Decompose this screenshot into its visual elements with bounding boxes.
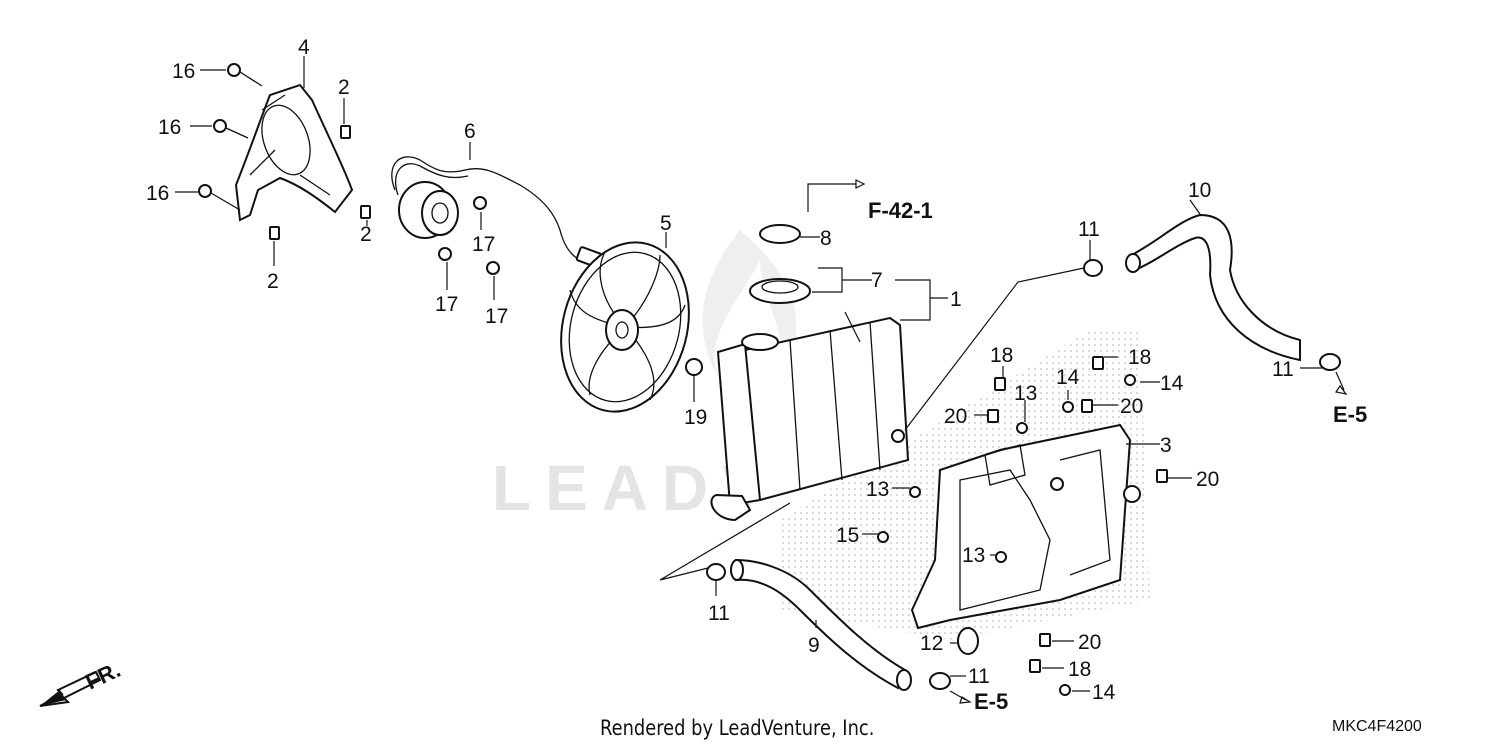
upper-hose (1125, 213, 1301, 362)
bolt-16-group (198, 63, 263, 211)
callout-16: 16 (146, 182, 169, 205)
callout-labels: 1 2 2 2 3 4 5 6 7 8 9 10 11 11 11 11 12 … (146, 36, 1294, 704)
callout-9: 9 (808, 634, 820, 657)
diagram-code: MKC4F4200 (1332, 718, 1422, 735)
fan-bracket (234, 83, 354, 222)
callout-19: 19 (684, 406, 707, 429)
cap-7 (749, 278, 811, 304)
front-label: FR. (82, 657, 125, 695)
callout-14: 14 (1056, 366, 1080, 389)
fan-motor (391, 156, 603, 268)
callout-3: 3 (1160, 434, 1172, 457)
front-arrow: FR. (39, 657, 125, 707)
callout-13: 13 (962, 544, 985, 567)
callout-18: 18 (1068, 658, 1091, 681)
callout-15: 15 (836, 524, 859, 547)
callout-13: 13 (1014, 382, 1037, 405)
callout-2: 2 (360, 223, 372, 246)
callout-2: 2 (338, 76, 350, 99)
reference-labels: F-42-1 E-5 E-5 (868, 198, 1367, 714)
callout-11: 11 (1078, 218, 1100, 241)
rendered-by-footer: Rendered by LeadVenture, Inc. (600, 716, 875, 740)
grommet-12 (957, 627, 979, 655)
callout-7: 7 (871, 269, 883, 292)
callout-2: 2 (267, 270, 279, 293)
nut-19 (685, 358, 703, 376)
callout-11: 11 (968, 665, 990, 688)
callout-1: 1 (950, 288, 962, 311)
callout-17: 17 (472, 233, 495, 256)
lower-hose (730, 558, 912, 691)
callout-10: 10 (1188, 179, 1211, 202)
callout-14: 14 (1160, 372, 1184, 395)
callout-11: 11 (708, 602, 730, 625)
callout-5: 5 (660, 212, 672, 235)
callout-20: 20 (1120, 395, 1143, 418)
callout-12: 12 (920, 632, 943, 655)
small-fasteners (877, 356, 1168, 696)
callout-13: 13 (866, 478, 889, 501)
callout-6: 6 (464, 120, 476, 143)
reference-f42: F-42-1 (868, 198, 933, 223)
seal-8 (759, 224, 801, 244)
bolt-17-group (438, 196, 500, 275)
cooling-fan (560, 241, 690, 413)
clip-2-group (269, 125, 371, 240)
reference-e5-bottom: E-5 (974, 689, 1008, 714)
callout-8: 8 (820, 227, 832, 250)
callout-14: 14 (1092, 681, 1116, 704)
callout-20: 20 (1196, 468, 1219, 491)
radiator-shroud (910, 423, 1141, 630)
callout-17: 17 (435, 293, 458, 316)
callout-16: 16 (172, 60, 195, 83)
callout-11: 11 (1272, 358, 1294, 381)
callout-16: 16 (158, 116, 181, 139)
callout-18: 18 (1128, 346, 1151, 369)
callout-17: 17 (485, 305, 508, 328)
leader-lines (175, 56, 1348, 704)
callout-20: 20 (1078, 631, 1101, 654)
reference-e5-right: E-5 (1333, 402, 1367, 427)
radiator (710, 316, 910, 522)
clamp-11-group (706, 259, 1341, 690)
callout-18: 18 (990, 344, 1013, 367)
callout-4: 4 (298, 36, 310, 59)
callout-20: 20 (944, 405, 967, 428)
